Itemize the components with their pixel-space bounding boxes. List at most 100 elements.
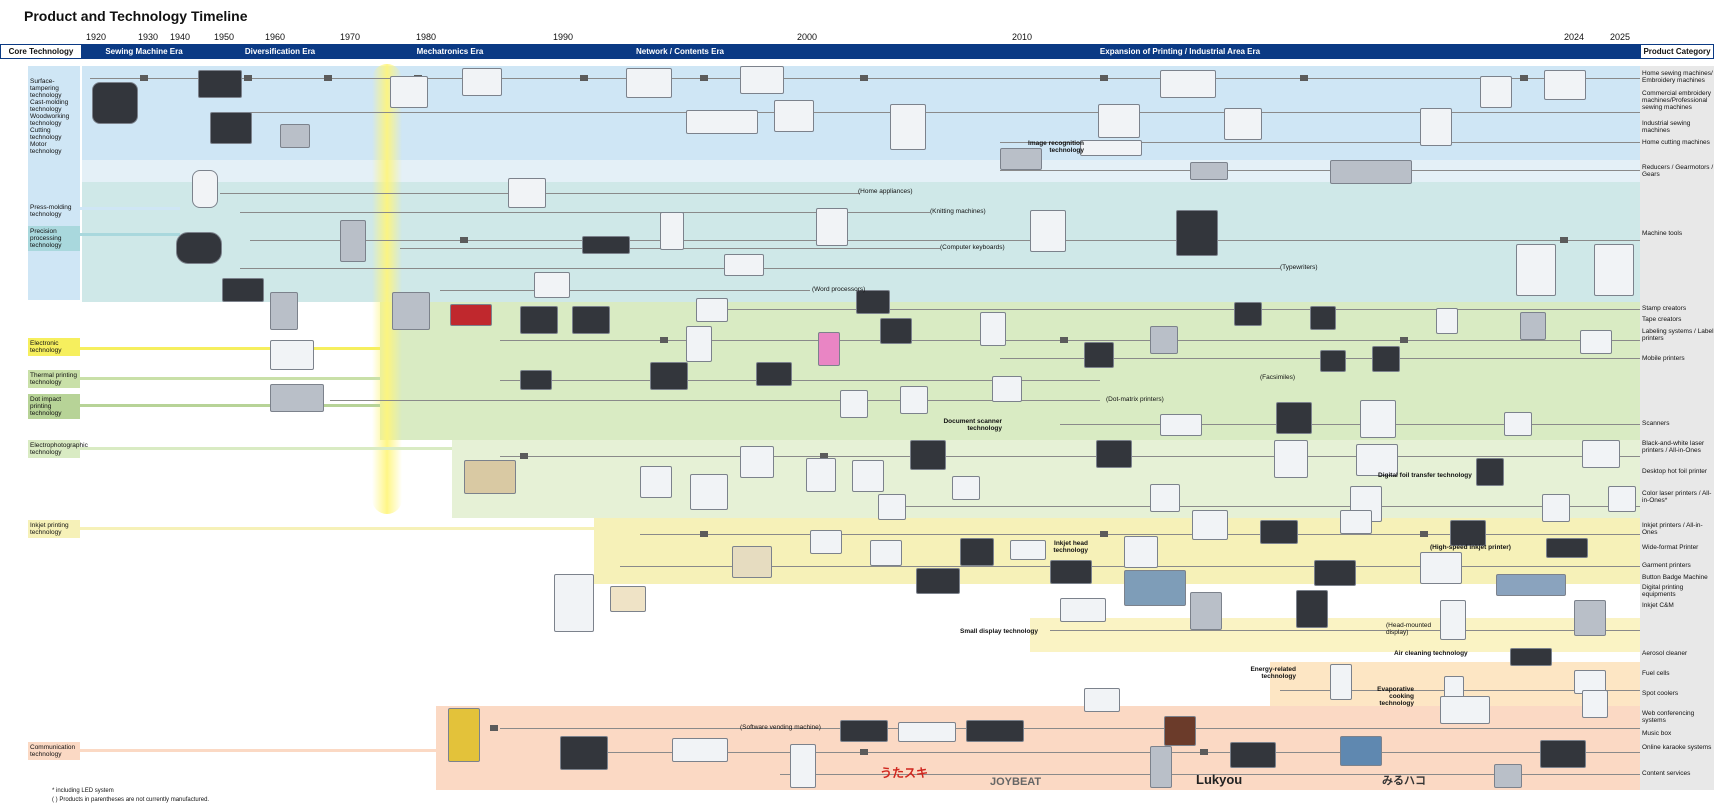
logo-utasuki: うたスキ: [880, 766, 929, 780]
year-label: 1950: [213, 32, 235, 42]
timeline-reducers: [1000, 170, 1640, 171]
category-home-cutting: Home cutting machines: [1642, 139, 1710, 146]
product-vintage-sewing-machine: [92, 82, 138, 124]
product-inkjet-printer: [732, 546, 772, 578]
tech-communication: Communication technology: [28, 742, 80, 760]
year-marker: [1560, 237, 1568, 243]
band-small-display: [1030, 618, 1640, 652]
product-digital-printing: [1496, 574, 1566, 596]
category-music-box: Music box: [1642, 730, 1672, 737]
product-electronic-sewing-machine: [390, 76, 428, 108]
tech-air-cleaning: Air cleaning technology: [1394, 650, 1468, 657]
band-sewing: [82, 66, 1640, 160]
category-mobile-printers: Mobile printers: [1642, 355, 1685, 362]
tech-document-scanner: Document scanner technology: [943, 418, 1002, 432]
product-reducers: [1330, 160, 1412, 184]
product-karaoke-system: [1540, 740, 1586, 768]
tech-press-molding: Press-molding technology: [30, 204, 72, 218]
timeline-industrial-sewing: [250, 112, 1640, 113]
tech-thermal-printing: Thermal printing technology: [28, 370, 80, 388]
year-marker: [660, 337, 668, 343]
product-spot-cooler: [1582, 690, 1608, 718]
year-marker: [700, 75, 708, 81]
product-inkjet-printer: [1192, 510, 1228, 540]
product-category-header: Product Category: [1640, 44, 1714, 59]
label-word-processors: (Word processors): [812, 286, 866, 293]
product-typewriter: [724, 254, 764, 276]
label-computer-keyboards: (Computer keyboards): [940, 244, 1005, 251]
category-online-karaoke: Online karaoke systems: [1642, 744, 1712, 751]
year-marker: [1400, 337, 1408, 343]
product-machine-tool: [1030, 210, 1066, 252]
product-head-mounted-display: [1440, 600, 1466, 640]
product-label-printer: [1436, 308, 1458, 334]
tech-electronic: Electronic technology: [28, 338, 80, 356]
label-software-vending-machine: (Software vending machine): [740, 724, 821, 731]
product-tape-creator: [1580, 330, 1612, 354]
category-labeling-systems: Labeling systems / Label printers: [1642, 328, 1714, 342]
product-computer-keyboard: [582, 236, 630, 254]
product-web-conferencing: [1440, 696, 1490, 724]
product-scanner: [1360, 400, 1396, 438]
product-industrial-sewing-machine: [280, 124, 310, 148]
product-motorcycle: [176, 232, 222, 264]
timeline-stamp-creators: [700, 309, 1640, 310]
timeline-color-laser: [900, 506, 1640, 507]
product-label-printer: [856, 290, 890, 314]
era-expansion-printing: Expansion of Printing / Industrial Area …: [1099, 47, 1261, 56]
band-category-column: [1640, 66, 1714, 790]
year-marker: [1200, 749, 1208, 755]
tech-energy-related: Energy-related technology: [1250, 666, 1296, 680]
category-hot-foil: Desktop hot foil printer: [1642, 468, 1708, 475]
product-inkjet-printer: [960, 538, 994, 566]
product-laser-printer: [640, 466, 672, 498]
product-color-laser-printer: [610, 586, 646, 612]
product-embroidery-machine: [740, 66, 784, 94]
timeline-karaoke: [560, 752, 1640, 753]
product-embroidery-machine: [890, 104, 926, 150]
product-color-laser-printer: [1608, 486, 1636, 512]
category-spot-coolers: Spot coolers: [1642, 690, 1679, 697]
product-word-processor: [450, 304, 492, 326]
product-sewing-machine: [1480, 76, 1512, 108]
year-marker: [820, 453, 828, 459]
year-label: 1980: [415, 32, 437, 42]
product-word-processor: [534, 272, 570, 298]
product-label-printer: [880, 318, 912, 344]
product-fax: [840, 390, 868, 418]
product-laser-printer: [464, 460, 516, 494]
product-computerized-sewing-machine: [462, 68, 502, 96]
product-mobile-printer: [1320, 350, 1346, 372]
year-marker: [1100, 531, 1108, 537]
timeline-knitting: [240, 212, 930, 213]
connector-press: [80, 207, 180, 210]
tech-precision-processing: Precision processing technology: [28, 226, 80, 251]
category-machine-tools: Machine tools: [1642, 230, 1683, 237]
core-technology-header: Core Technology: [0, 44, 82, 59]
era-bar: [0, 44, 1714, 59]
product-color-laser-printer: [952, 476, 980, 500]
connector-thermal: [80, 377, 380, 380]
product-industrial-sewing-machine: [1224, 108, 1262, 140]
year-marker: [580, 75, 588, 81]
timeline-bw-laser: [500, 456, 1640, 457]
product-machine-tool: [1594, 244, 1634, 296]
product-high-speed-inkjet: [1124, 570, 1186, 606]
product-garment-printer: [1314, 560, 1356, 586]
category-reducers: Reducers / Gearmotors / Gears: [1642, 164, 1714, 178]
product-fax: [520, 370, 552, 390]
timeline-cutting: [1000, 142, 1640, 143]
product-cash-register: [270, 292, 298, 330]
product-color-laser-printer: [878, 494, 906, 520]
timeline-inkjet: [640, 534, 1640, 535]
year-label: 1970: [339, 32, 361, 42]
tech-dot-impact: Dot impact printing technology: [28, 394, 80, 419]
product-karaoke-system: [966, 720, 1024, 742]
product-knitting-machine: [660, 212, 684, 250]
product-microwave-oven: [508, 178, 546, 208]
product-typewriter: [222, 278, 264, 302]
product-scanner: [1160, 414, 1202, 436]
year-label: 2000: [796, 32, 818, 42]
product-color-laser-printer: [1542, 494, 1570, 522]
product-karaoke-system: [1340, 736, 1382, 766]
